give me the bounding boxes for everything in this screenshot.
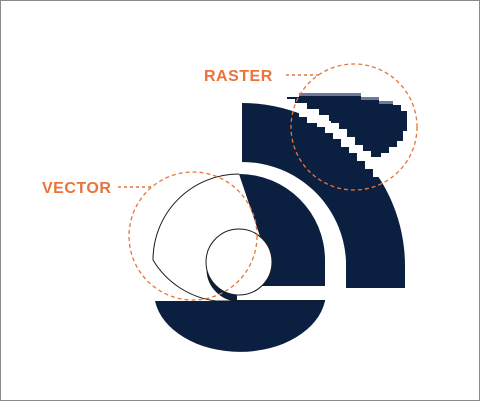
large-navy-arc <box>242 103 405 288</box>
raster-pixel-blob <box>287 93 407 157</box>
raster-magnifier-circle <box>290 63 418 191</box>
raster-label: RASTER <box>204 68 273 85</box>
raster-pixel-edge <box>299 93 393 104</box>
navy-ring-lower-bowl <box>155 301 325 352</box>
vector-inner-circle <box>205 228 273 296</box>
vector-magnifier-circle <box>128 171 258 301</box>
vector-label: VECTOR <box>42 180 111 197</box>
ring-gap <box>237 286 329 300</box>
raster-white-stripe <box>299 109 383 177</box>
